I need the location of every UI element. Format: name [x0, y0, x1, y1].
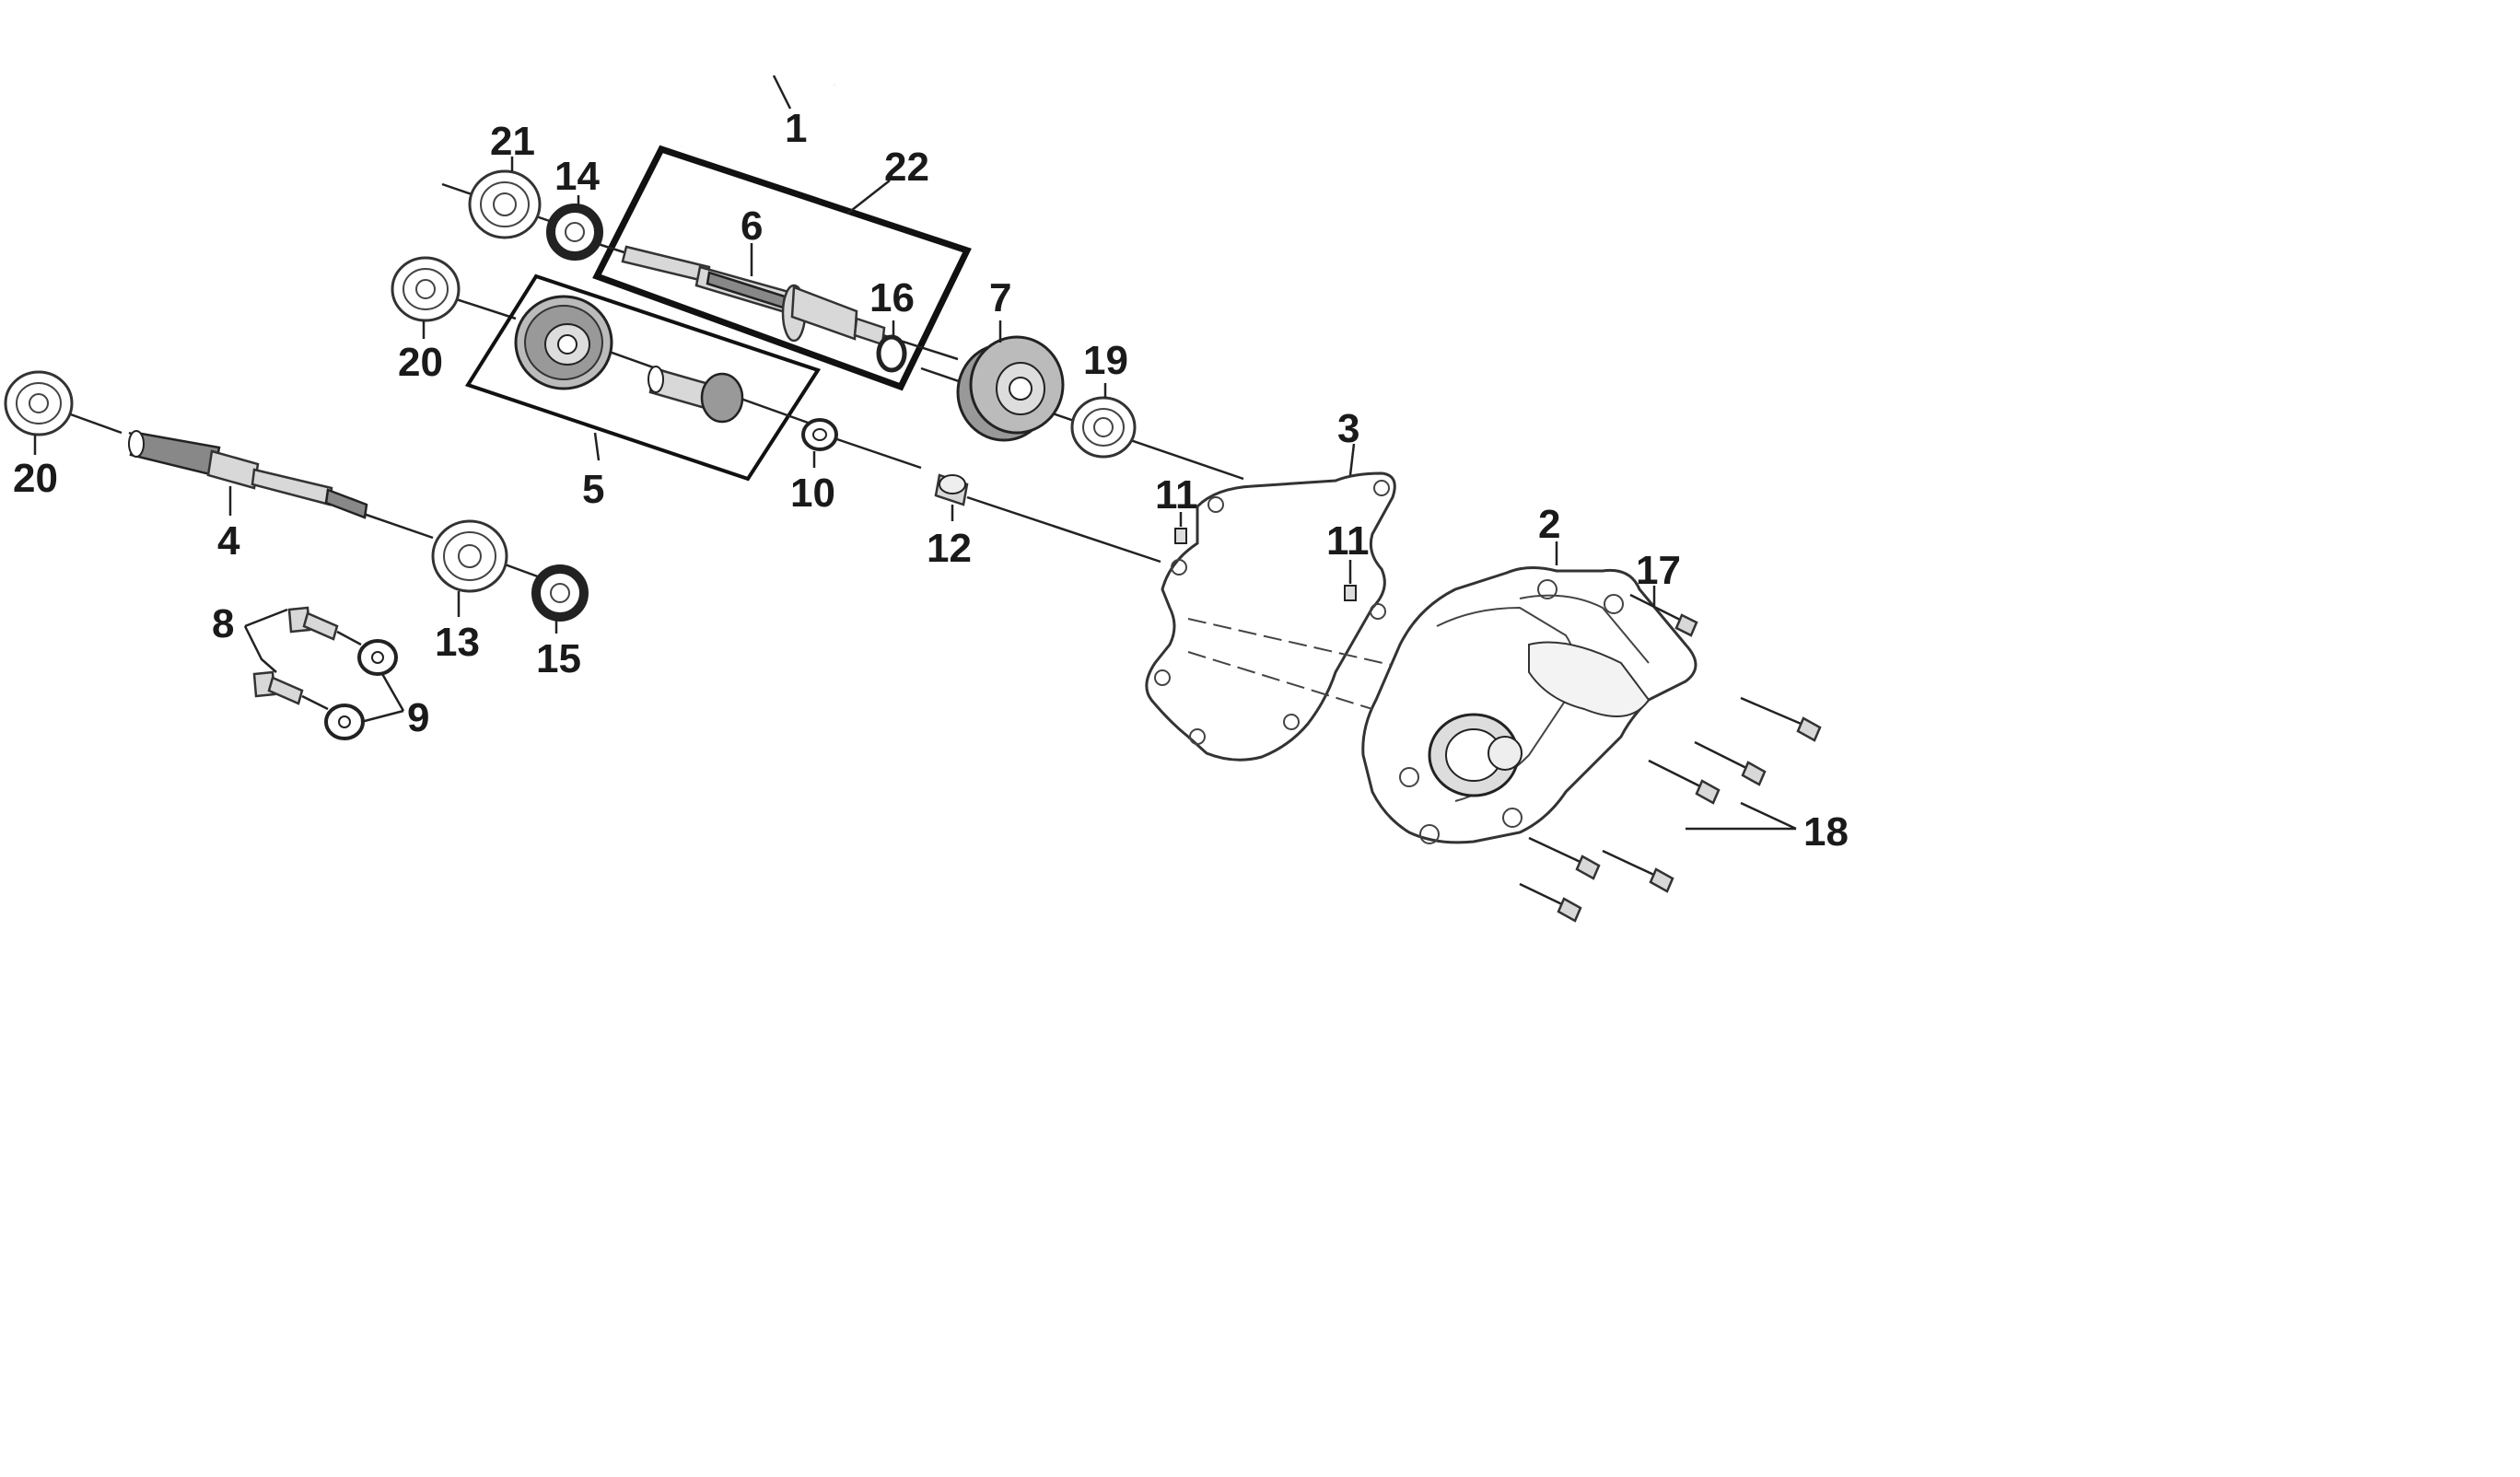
part-10-washer	[801, 418, 922, 470]
label-8: 8	[212, 601, 234, 646]
part-17-bolt	[1629, 586, 1698, 637]
label-21: 21	[490, 119, 535, 164]
label-15: 15	[536, 636, 581, 681]
part-3-gasket	[1145, 443, 1396, 762]
part-12-bushing	[934, 473, 1161, 564]
label-19: 19	[1083, 338, 1128, 383]
part-7-gear	[920, 320, 1244, 481]
part-8-bolts	[243, 606, 362, 711]
part-13-bearing	[431, 519, 554, 617]
label-13: 13	[435, 620, 480, 665]
label-20-upper: 20	[398, 340, 443, 385]
label-11-b: 11	[1326, 518, 1370, 564]
label-6: 6	[741, 204, 763, 249]
label-22: 22	[884, 145, 929, 190]
part-20-bearing-upper	[391, 256, 517, 339]
label-7: 7	[989, 275, 1011, 320]
label-17: 17	[1636, 548, 1681, 593]
leader-22	[846, 180, 891, 215]
label-2: 2	[1538, 502, 1560, 547]
assembly-box-22	[592, 145, 972, 391]
label-9: 9	[407, 695, 429, 740]
label-10: 10	[790, 471, 835, 516]
part-18-bolts	[1519, 696, 1822, 923]
label-14: 14	[554, 154, 600, 199]
part-6-shaft	[589, 239, 959, 361]
label-3: 3	[1337, 406, 1359, 451]
assembly-box-5	[464, 273, 822, 482]
label-4: 4	[217, 518, 240, 564]
part-5-gear	[514, 295, 811, 425]
part-1-pipe	[678, 60, 837, 146]
label-1: 1	[785, 106, 807, 151]
part-2-cover	[1187, 541, 1698, 844]
part-15-seal	[531, 564, 589, 634]
label-20-left: 20	[13, 456, 58, 501]
part-9-washers	[324, 639, 405, 740]
label-12: 12	[927, 526, 972, 571]
part-16-oring	[876, 320, 907, 373]
part-11-dowel-b	[1344, 560, 1357, 601]
label-16: 16	[869, 275, 915, 320]
part-4-main-shaft	[128, 430, 434, 540]
label-5: 5	[582, 467, 604, 512]
label-11-a: 11	[1155, 472, 1198, 518]
part-19-bearing	[1070, 383, 1137, 459]
leader-5	[593, 432, 601, 461]
part-14-seal	[546, 195, 603, 261]
part-20-bearing-left	[4, 370, 122, 455]
part-11-dowel-a	[1174, 512, 1187, 544]
label-18: 18	[1803, 809, 1849, 855]
